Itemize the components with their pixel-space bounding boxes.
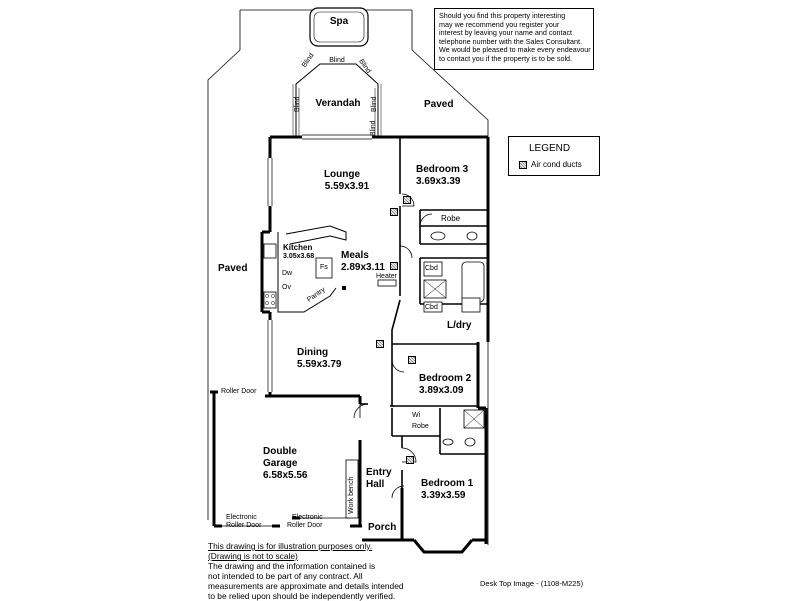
roller-door-label-right: Roller Door [287, 522, 323, 529]
notice-line: may we recommend you register your [439, 19, 560, 29]
air-duct-icon [403, 196, 411, 204]
disclaimer: This drawing is for illustration purpose… [208, 541, 404, 601]
cooktop [263, 291, 277, 309]
interior-walls [360, 137, 488, 488]
bedroom2-label: Bedroom 2 [419, 373, 472, 384]
laundry-label: L/dry [447, 320, 472, 331]
toilet [466, 231, 478, 241]
image-reference: Desk Top Image - (1108-M225) [480, 579, 584, 588]
electronic-label-left: Electronic [226, 514, 257, 521]
air-duct-icon [406, 456, 414, 464]
meals-label: Meals [341, 250, 369, 261]
kitchen-bench [277, 232, 337, 313]
verandah-label: Verandah [315, 98, 361, 109]
spa-outline [309, 7, 369, 47]
legend-item-label: Air cond ducts [531, 160, 582, 169]
disclaimer-line: The drawing and the information containe… [208, 561, 376, 571]
disclaimer-line: This drawing is for illustration purpose… [208, 541, 373, 551]
dishwasher-label: Dw [282, 270, 293, 277]
legend-title: LEGEND [529, 143, 571, 154]
house-walls [212, 135, 490, 554]
spa-label: Spa [329, 16, 349, 27]
air-duct-icon [408, 356, 416, 364]
dining-size: 5.59x3.79 [297, 359, 342, 370]
register-interest-notice: Should you find this property interestin… [434, 8, 594, 70]
robe-label-bedroom3: Robe [441, 214, 461, 223]
work-bench [345, 459, 359, 519]
garage-label-line1: Double [263, 446, 297, 457]
bedroom3-label: Bedroom 3 [416, 164, 469, 175]
air-duct-icon [390, 262, 398, 270]
doors [353, 193, 433, 499]
robe-label-bedroom1: Robe [412, 423, 429, 430]
lounge-label: Lounge [323, 169, 361, 180]
blind-label-top: Blind [329, 57, 345, 64]
air-duct-icon [390, 208, 398, 216]
lounge-size: 5.59x3.91 [324, 181, 370, 192]
notice-line: telephone number with the Sales Consulta… [439, 36, 583, 46]
disclaimer-line: not intended to be part of any contract.… [208, 571, 363, 581]
blind-label-right: Blind [371, 96, 378, 112]
heater-label: Heater [376, 273, 398, 280]
paved-top-label: Paved [424, 99, 454, 110]
notice-line: interest by leaving your name and contac… [439, 28, 573, 38]
legend-box: LEGEND Air cond ducts [508, 136, 600, 176]
work-bench-label: Work bench [348, 476, 355, 514]
blind-label-lower-right: Blind [370, 120, 377, 136]
cupboard-label-lower: Cbd [425, 304, 438, 311]
bedroom2-size: 3.89x3.09 [419, 385, 464, 396]
fridge-space-label: Fs [320, 264, 328, 271]
dining-label: Dining [297, 347, 329, 358]
wi-label: Wi [412, 412, 421, 419]
disclaimer-line: (Drawing is not to scale) [208, 551, 298, 561]
notice-line: We would be pleased to make every endeav… [439, 45, 591, 55]
garage-label-line2: Garage [263, 458, 298, 469]
bath [461, 261, 485, 303]
fridge-space [315, 257, 333, 279]
oven-label: Ov [282, 284, 291, 291]
kitchen-size: 3.05x3.68 [283, 253, 315, 260]
bedroom1-size: 3.39x3.59 [421, 490, 466, 501]
electronic-label-right: Electronic [292, 514, 323, 521]
bedroom1-label: Bedroom 1 [421, 478, 474, 489]
disclaimer-line: to be relied upon should be independentl… [208, 591, 396, 601]
basin [430, 231, 446, 241]
porch-label: Porch [368, 522, 397, 533]
air-duct-swatch-icon [519, 161, 527, 169]
garage-size: 6.58x5.56 [263, 470, 308, 481]
windows [222, 134, 372, 527]
entry-label-line1: Entry [366, 467, 392, 478]
bedroom3-size: 3.69x3.39 [416, 176, 461, 187]
paved-left-label: Paved [218, 263, 248, 274]
notice-line: Should you find this property interestin… [439, 11, 566, 20]
roller-door-label: Roller Door [221, 388, 257, 395]
notice-line: to contact you if the property is to be … [439, 53, 573, 63]
verandah-outline [295, 63, 379, 136]
cupboard-label-upper: Cbd [425, 265, 438, 272]
air-duct-icon [376, 340, 384, 348]
blind-label-left: Blind [294, 96, 301, 112]
meals-size: 2.89x3.11 [341, 262, 385, 273]
disclaimer-line: measurements are approximate and details… [208, 581, 404, 591]
entry-label-line2: Hall [366, 479, 385, 490]
roller-door-label-left: Roller Door [226, 522, 262, 529]
kitchen-label: Kitchen [283, 243, 313, 252]
